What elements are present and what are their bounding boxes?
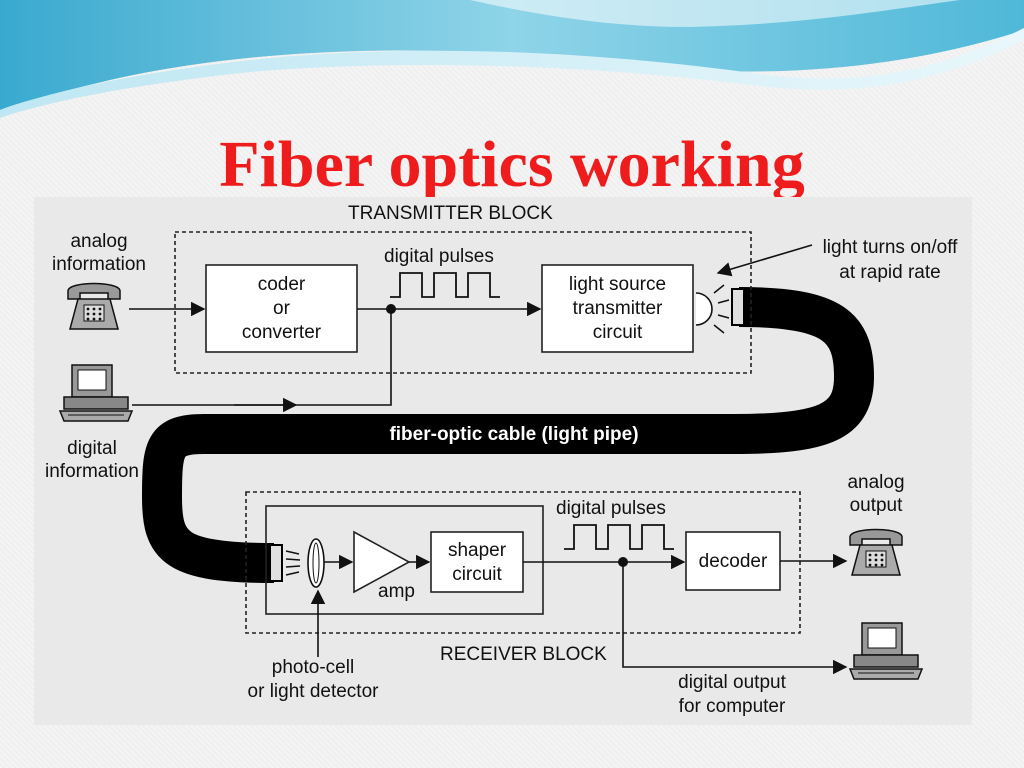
computer-icon (58, 364, 134, 422)
digital-output-label: digital output for computer (678, 672, 786, 717)
transmitter-block-label: TRANSMITTER BLOCK (348, 203, 553, 224)
decoder-label: decoder (698, 551, 768, 572)
shaper-label: shaper circuit (447, 540, 507, 585)
light-source-label: light source transmitter circuit (568, 274, 667, 343)
digital-pulses-top-label: digital pulses (384, 246, 494, 267)
receiver-inner-box (265, 505, 544, 615)
telephone-icon (67, 282, 121, 330)
arrow-light-note (716, 244, 813, 277)
digital-information-label: digital information (45, 438, 139, 482)
line-to-digital-output (622, 562, 848, 675)
coder-label: coder or converter (241, 274, 322, 343)
cable-end-bottom (269, 544, 283, 582)
fiber-optic-cable (141, 287, 875, 583)
receiver-block (245, 491, 801, 634)
transmitter-block (174, 231, 752, 374)
computer-icon (848, 622, 924, 680)
fiber-optics-diagram: TRANSMITTER BLOCK RECEIVER BLOCK analog … (34, 197, 972, 725)
photo-cell-label: photo-cell or light detector (247, 657, 379, 702)
analog-output-label: analog output (847, 472, 905, 516)
digital-pulses-bottom-label: digital pulses (556, 498, 666, 519)
shaper-box (430, 531, 524, 593)
light-bulb-icon (695, 284, 730, 334)
amplifier-triangle (353, 530, 411, 594)
diagram-graphics (58, 231, 924, 680)
amp-label: amp (378, 581, 415, 602)
lens-icon (307, 538, 325, 588)
detector-rays (285, 550, 301, 576)
receiver-block-label: RECEIVER BLOCK (440, 644, 607, 665)
line-digital-info-branch (132, 309, 392, 406)
decoder-box (685, 531, 781, 591)
light-source-box (541, 264, 694, 353)
fiber-optic-cable-label: fiber-optic cable (light pipe) (389, 424, 639, 445)
digital-pulses-bottom-wave (564, 524, 674, 550)
digital-pulses-top-wave (390, 272, 500, 298)
cable-end-top (731, 288, 745, 326)
header-wave (0, 0, 1024, 118)
slide-title: Fiber optics working (219, 128, 805, 201)
telephone-icon (849, 528, 903, 576)
analog-information-label: analog information (52, 231, 146, 275)
light-turns-label: light turns on/off at rapid rate (822, 237, 958, 283)
coder-box (205, 264, 358, 353)
